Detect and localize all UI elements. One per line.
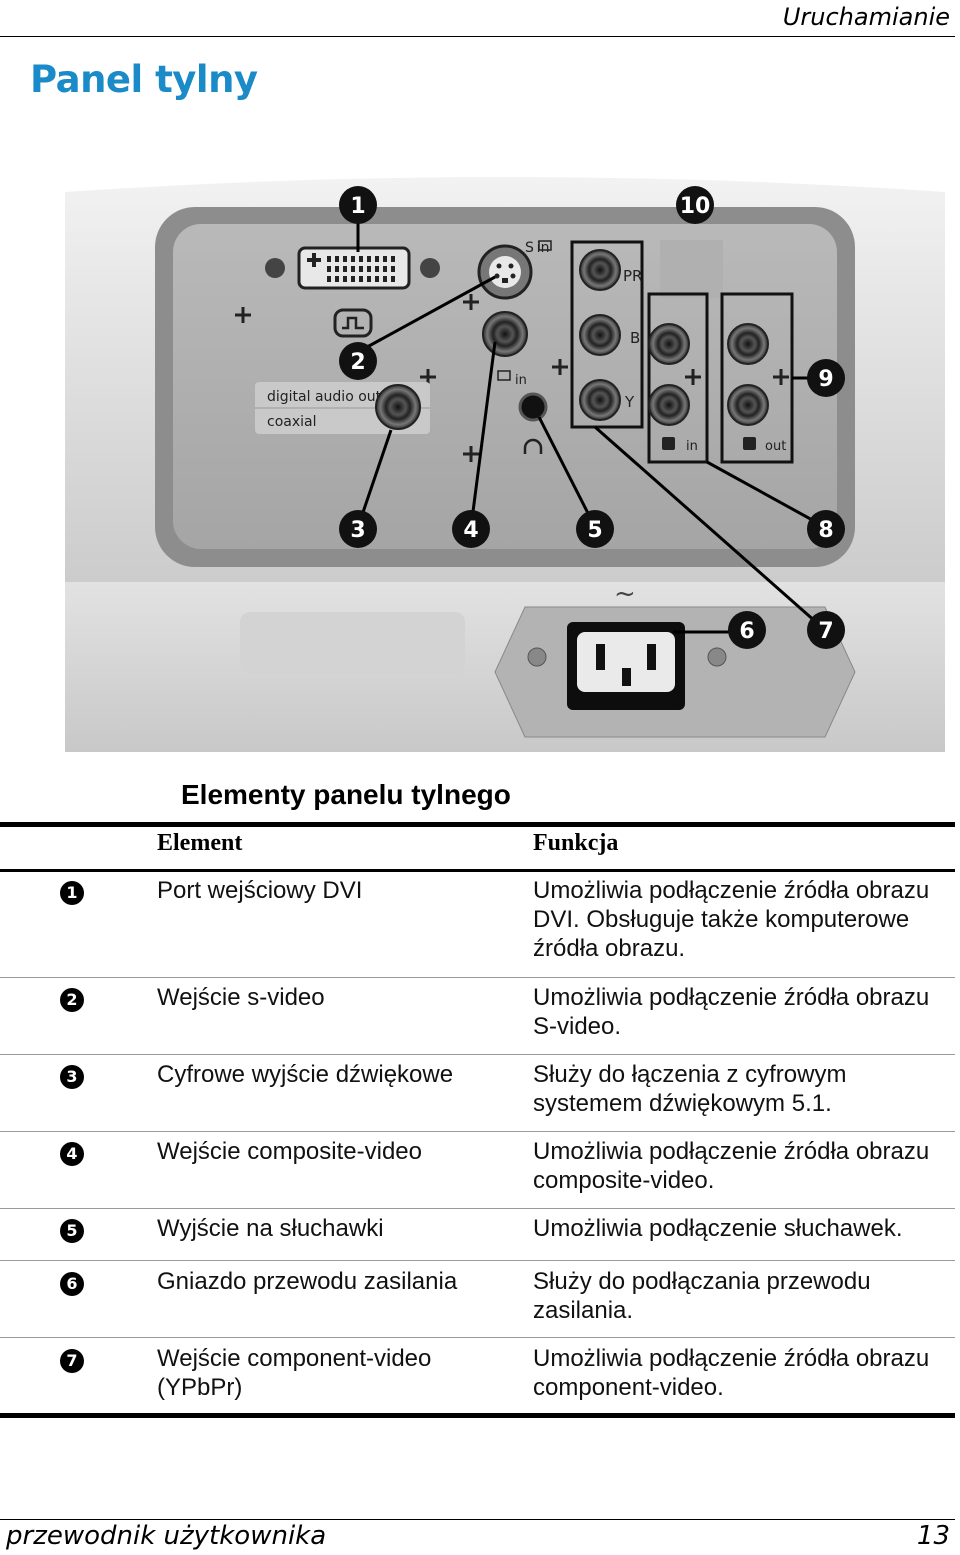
ac-symbol: ~ xyxy=(614,579,636,609)
table-header-rule xyxy=(0,869,955,872)
audio-out-right-jack xyxy=(727,384,769,426)
callout-5: 5 xyxy=(576,510,614,548)
page-title: Panel tylny xyxy=(30,58,258,101)
digital-icon xyxy=(333,308,373,338)
svg-text:5: 5 xyxy=(587,518,602,543)
row-number-badge: 5 xyxy=(60,1219,84,1243)
row-element: Cyfrowe wyjście dźwiękowe xyxy=(157,1061,454,1088)
blank-cover xyxy=(660,240,723,298)
row-element: Wejście component-video (YPbPr) xyxy=(157,1345,432,1401)
headphone-icon xyxy=(523,438,543,454)
footer-doc-title: przewodnik użytkownika xyxy=(6,1521,327,1551)
digital-audio-out-text: digital audio out xyxy=(267,389,382,405)
dvi-port xyxy=(265,246,440,290)
composite-in-label: in xyxy=(515,373,527,388)
row-divider xyxy=(0,1208,955,1209)
composite-jack xyxy=(482,311,528,357)
audio-in-left-jack xyxy=(648,323,690,365)
row-divider xyxy=(0,1054,955,1055)
svg-text:3: 3 xyxy=(350,518,365,543)
screws xyxy=(235,294,789,462)
pb-label: B xyxy=(630,329,640,347)
svideo-jack xyxy=(477,244,533,300)
audio-out-label: out xyxy=(765,439,786,454)
audio-in-label: in xyxy=(686,439,698,454)
row-element: Wejście composite-video xyxy=(157,1138,422,1165)
callout-4: 4 xyxy=(452,510,490,548)
row-element: Wejście s-video xyxy=(157,984,325,1011)
audio-in-right-jack xyxy=(648,384,690,426)
audio-out-icon xyxy=(743,437,756,450)
pr-jack xyxy=(579,249,621,291)
coaxial-jack xyxy=(375,384,421,430)
footer-rule xyxy=(0,1519,955,1520)
row-number-badge: 3 xyxy=(60,1065,84,1089)
row-number-badge: 4 xyxy=(60,1142,84,1166)
audio-in-icon xyxy=(662,437,675,450)
callout-1: 1 xyxy=(339,186,377,224)
table-top-rule xyxy=(0,822,955,827)
coaxial-text: coaxial xyxy=(267,414,317,430)
row-function: Służy do łączenia z cyfrowym systemem dź… xyxy=(533,1061,847,1117)
row-number-badge: 1 xyxy=(60,881,84,905)
row-divider xyxy=(0,1260,955,1261)
rear-panel-figure: digital audio out coaxial S in in PR B Y xyxy=(55,162,955,762)
svg-text:2: 2 xyxy=(350,350,365,375)
panel-plate xyxy=(173,224,837,549)
power-socket xyxy=(567,622,685,710)
component-box xyxy=(570,240,644,429)
callout-8: 8 xyxy=(807,510,845,548)
pb-jack xyxy=(579,314,621,356)
header-rule xyxy=(0,36,955,37)
callout-9: 9 xyxy=(807,359,845,397)
row-element: Gniazdo przewodu zasilania xyxy=(157,1268,458,1295)
row-function: Umożliwia podłączenie źródła obrazu S-vi… xyxy=(533,984,930,1040)
audio-out-left-jack xyxy=(727,323,769,365)
svg-text:7: 7 xyxy=(818,619,833,644)
row-number-badge: 2 xyxy=(60,988,84,1012)
row-function: Służy do podłączania przewodu zasilania. xyxy=(533,1268,871,1324)
row-number-badge: 7 xyxy=(60,1349,84,1373)
callout-7: 7 xyxy=(807,611,845,649)
table-bottom-rule xyxy=(0,1413,955,1418)
audio-in-box xyxy=(647,292,709,464)
composite-icon xyxy=(497,370,511,381)
svg-text:8: 8 xyxy=(818,518,833,543)
svideo-icon xyxy=(538,240,552,251)
pr-label: PR xyxy=(623,267,642,285)
table-title: Elementy panelu tylnego xyxy=(181,779,511,810)
row-element: Wyjście na słuchawki xyxy=(157,1215,384,1242)
y-jack xyxy=(579,379,621,421)
svg-text:10: 10 xyxy=(680,194,711,219)
callout-3: 3 xyxy=(339,510,377,548)
label-area xyxy=(240,612,465,674)
row-element: Port wejściowy DVI xyxy=(157,877,363,904)
row-function: Umożliwia podłączenie słuchawek. xyxy=(533,1215,903,1242)
callout-6: 6 xyxy=(728,611,766,649)
headphone-jack xyxy=(518,392,548,422)
rear-panel-illustration: digital audio out coaxial S in in PR B Y xyxy=(55,162,955,762)
row-divider xyxy=(0,1131,955,1132)
svideo-in-label: S in xyxy=(525,240,549,256)
row-function: Umożliwia podłączenie źródła obrazu comp… xyxy=(533,1345,930,1401)
power-screw-left xyxy=(527,647,547,667)
row-divider xyxy=(0,1337,955,1338)
power-screw-right xyxy=(707,647,727,667)
callout-10: 10 xyxy=(676,186,714,224)
y-label: Y xyxy=(624,393,635,411)
column-header-element: Element xyxy=(157,830,243,856)
callout-2: 2 xyxy=(339,342,377,380)
section-label: Uruchamianie xyxy=(782,3,950,31)
svg-text:9: 9 xyxy=(818,367,833,392)
svg-text:6: 6 xyxy=(739,619,754,644)
row-number-badge: 6 xyxy=(60,1272,84,1296)
column-header-function: Funkcja xyxy=(533,830,619,856)
svg-text:4: 4 xyxy=(463,518,478,543)
row-function: Umożliwia podłączenie źródła obrazu DVI.… xyxy=(533,877,930,962)
page-number: 13 xyxy=(916,1521,950,1551)
svg-text:1: 1 xyxy=(350,194,365,219)
row-function: Umożliwia podłączenie źródła obrazu comp… xyxy=(533,1138,930,1194)
row-divider xyxy=(0,977,955,978)
